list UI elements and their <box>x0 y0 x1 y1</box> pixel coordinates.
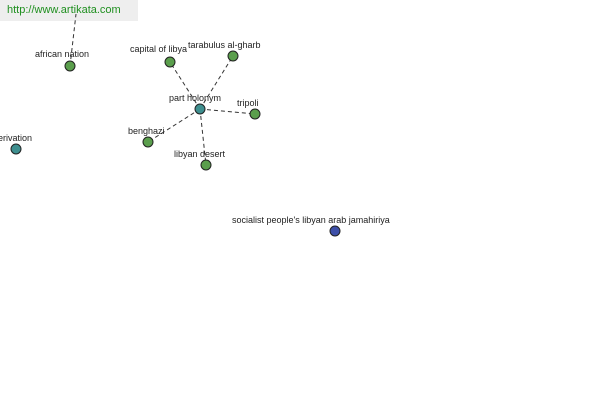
node-dot-tarabulus-al-gharb[interactable] <box>227 50 239 62</box>
node-dot-socialist-peoples-libyan-arab-jamahiriya[interactable] <box>329 225 341 237</box>
node-label-tarabulus-al-gharb: tarabulus al-gharb <box>188 40 261 50</box>
edge-part-holonym-libyan-desert <box>199 108 207 166</box>
node-dot-part-holonym[interactable] <box>194 103 206 115</box>
edge-african-nation-offscreen-top <box>69 13 77 67</box>
node-label-part-holonym: part holonym <box>169 93 221 103</box>
node-label-tripoli: tripoli <box>237 98 259 108</box>
node-dot-capital-of-libya[interactable] <box>164 56 176 68</box>
node-derivation[interactable]: erivation <box>0 133 32 155</box>
node-tarabulus-al-gharb[interactable]: tarabulus al-gharb <box>188 40 261 62</box>
node-socialist-peoples-libyan-arab-jamahiriya[interactable]: socialist people's libyan arab jamahiriy… <box>232 215 390 237</box>
node-dot-benghazi[interactable] <box>142 136 154 148</box>
node-tripoli[interactable]: tripoli <box>237 98 261 120</box>
edge-part-holonym-tarabulus-al-gharb <box>199 55 234 110</box>
edge-part-holonym-benghazi <box>147 108 201 143</box>
node-part-holonym[interactable]: part holonym <box>169 93 221 115</box>
node-african-nation[interactable]: african nation <box>35 49 89 72</box>
edge-part-holonym-tripoli <box>199 108 256 115</box>
node-dot-libyan-desert[interactable] <box>200 159 212 171</box>
edges-layer <box>69 13 256 166</box>
node-label-capital-of-libya: capital of libya <box>130 44 187 54</box>
node-dot-derivation[interactable] <box>10 143 22 155</box>
watermark-url: http://www.artikata.com <box>0 0 138 21</box>
node-label-african-nation: african nation <box>35 49 89 59</box>
node-label-libyan-desert: libyan desert <box>174 149 226 159</box>
node-libyan-desert[interactable]: libyan desert <box>174 149 226 171</box>
node-label-benghazi: benghazi <box>128 126 165 136</box>
edge-part-holonym-capital-of-libya <box>169 61 201 110</box>
node-dot-tripoli[interactable] <box>249 108 261 120</box>
node-label-derivation: erivation <box>0 133 32 143</box>
node-label-socialist-peoples-libyan-arab-jamahiriya: socialist people's libyan arab jamahiriy… <box>232 215 390 225</box>
node-dot-african-nation[interactable] <box>64 60 76 72</box>
node-benghazi[interactable]: benghazi <box>128 126 165 148</box>
node-capital-of-libya[interactable]: capital of libya <box>130 44 187 68</box>
